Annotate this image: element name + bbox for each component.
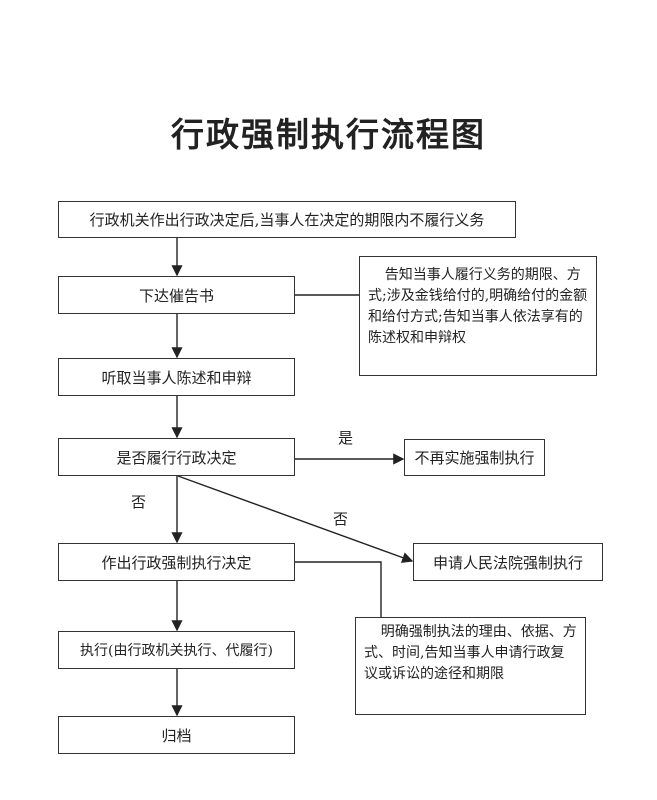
- page-title: 行政强制执行流程图: [171, 115, 486, 154]
- node-court: 申请人民法院强制执行: [413, 543, 603, 581]
- node-archive: 归档: [58, 716, 295, 754]
- node-hearing: 听取当事人陈述和申辩: [58, 358, 295, 396]
- node-no-enforce: 不再实施强制执行: [404, 439, 545, 476]
- line-enforce-note: [295, 561, 382, 617]
- node-enforce-decision: 作出行政强制执行决定: [58, 543, 295, 581]
- arrow-decision-court: [177, 475, 414, 563]
- label-no-down: 否: [131, 493, 147, 511]
- node-start: 行政机关作出行政决定后,当事人在决定的期限内不履行义务: [58, 201, 516, 238]
- note-reminder: 告知当事人履行义务的期限、方式;涉及金钱给付的,明确给付的金额和给付方式;告知当…: [359, 256, 597, 376]
- label-no-diagonal: 否: [333, 510, 349, 528]
- label-yes: 是: [338, 429, 354, 447]
- node-decision: 是否履行行政决定: [58, 438, 295, 476]
- note-decision: 明确强制执法的理由、依据、方式、时间,告知当事人申请行政复议或诉讼的途径和期限: [355, 617, 586, 715]
- node-execute: 执行(由行政机关执行、代履行): [58, 631, 295, 669]
- node-reminder: 下达催告书: [58, 276, 295, 314]
